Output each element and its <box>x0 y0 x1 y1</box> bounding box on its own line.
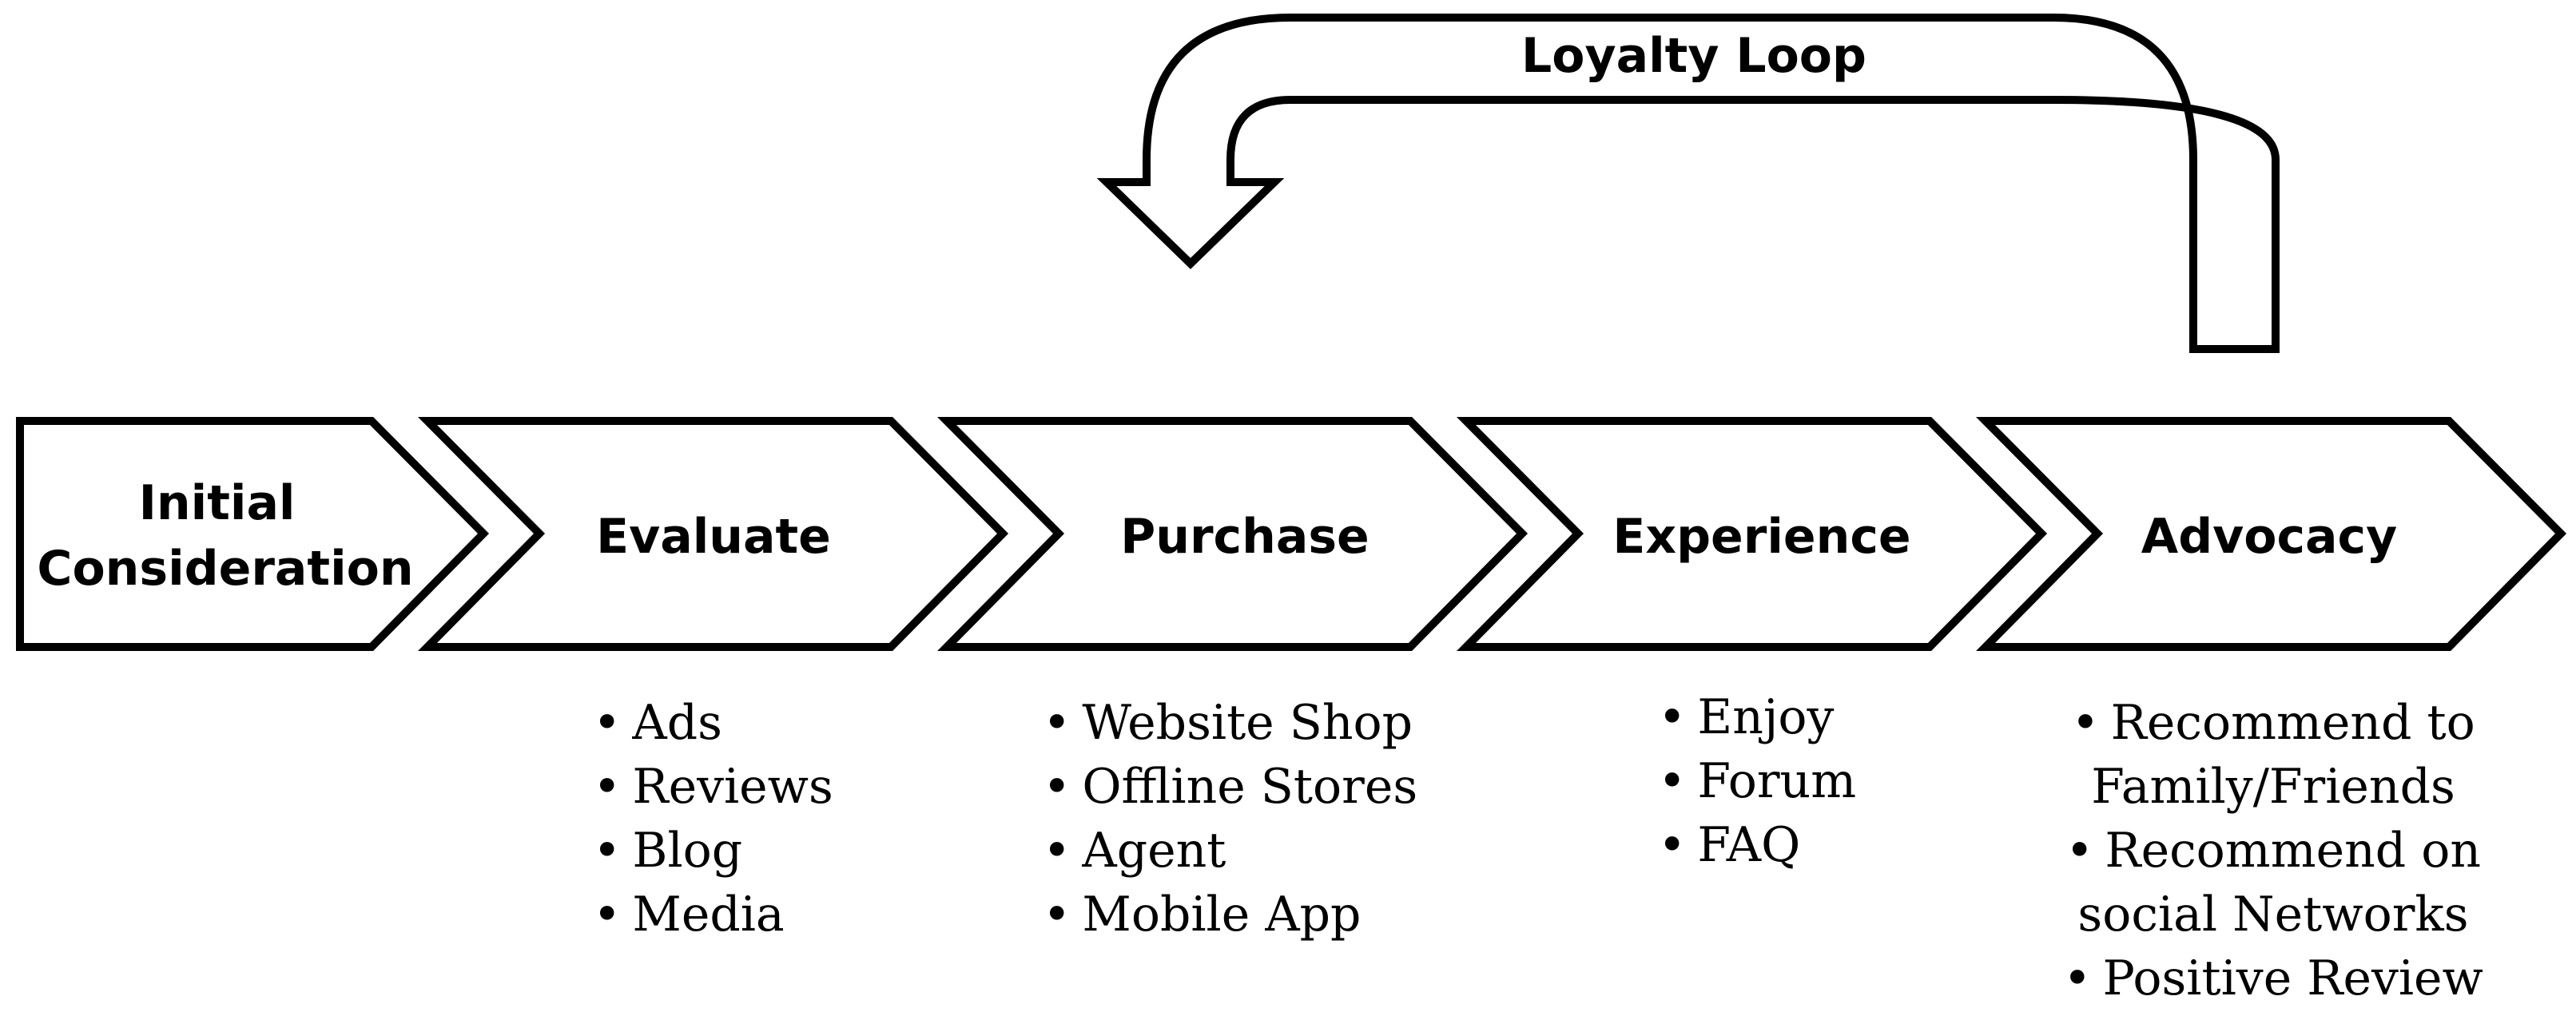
list-item-text: Media <box>632 887 785 943</box>
bullet-icon: • <box>593 695 622 751</box>
bullet-icon: • <box>1658 817 1687 873</box>
list-item-text: Family/Friends <box>2091 759 2455 815</box>
list-item-text: Reviews <box>632 759 833 815</box>
list-item-text: Recommend to <box>2110 695 2475 751</box>
stage-initial-consideration-shape <box>16 417 490 651</box>
list-item: •FAQ <box>1658 813 1856 877</box>
bullet-icon: • <box>2071 695 2100 751</box>
bullet-icon: • <box>1658 753 1687 809</box>
stage-advocacy-shape <box>1975 417 2567 651</box>
list-item: •Recommend on <box>2053 819 2493 883</box>
stage-evaluate-shape <box>417 417 1009 651</box>
bullet-icon: • <box>1043 823 1071 879</box>
list-item-text: Website Shop <box>1082 695 1413 751</box>
list-item-text: Mobile App <box>1082 887 1362 943</box>
list-item: •Forum <box>1658 749 1856 813</box>
list-item: •Positive Review <box>2053 947 2493 1010</box>
stage-initial-consideration-line-2: Consideration <box>37 541 413 597</box>
experience-list: •Enjoy •Forum •FAQ <box>1658 685 1856 877</box>
advocacy-list: •Recommend to Family/Friends •Recommend … <box>2053 691 2493 1010</box>
list-item-text: Offline Stores <box>1082 759 1418 815</box>
bullet-icon: • <box>1658 689 1687 745</box>
bullet-icon: • <box>1043 695 1071 751</box>
list-item: •Offline Stores <box>1043 755 1417 819</box>
list-item: •Website Shop <box>1043 691 1417 755</box>
list-item: •Agent <box>1043 819 1417 883</box>
stage-purchase-label: Purchase <box>1120 509 1369 565</box>
bullet-icon: • <box>1043 759 1071 815</box>
list-item-text: Agent <box>1082 823 1226 879</box>
list-item-text: Recommend on <box>2105 823 2481 879</box>
evaluate-list: •Ads •Reviews •Blog •Media <box>593 691 833 947</box>
stage-purchase-shape <box>936 417 1529 651</box>
stage-experience-shape <box>1456 417 2048 651</box>
list-item: •Blog <box>593 819 833 883</box>
list-item-text: Positive Review <box>2102 951 2483 1006</box>
loyalty-loop-arrow <box>1096 14 2280 353</box>
list-item: •Reviews <box>593 755 833 819</box>
list-item: •Recommend to <box>2053 691 2493 755</box>
list-item: •Mobile App <box>1043 883 1417 947</box>
list-item: •Ads <box>593 691 833 755</box>
stage-advocacy-label: Advocacy <box>2141 509 2397 565</box>
bullet-icon: • <box>593 887 622 943</box>
list-item-text: social Networks <box>2077 887 2469 943</box>
stage-initial-consideration-line-1: Initial <box>139 475 296 531</box>
purchase-list: •Website Shop •Offline Stores •Agent •Mo… <box>1043 691 1417 947</box>
bullet-icon: • <box>2065 823 2094 879</box>
bullet-icon: • <box>593 759 622 815</box>
loyalty-loop-label: Loyalty Loop <box>1521 28 1866 84</box>
list-item-text: Blog <box>632 823 743 879</box>
stage-experience-label: Experience <box>1612 509 1910 565</box>
list-item: •Media <box>593 883 833 947</box>
list-item: •Enjoy <box>1658 685 1856 749</box>
list-item-text: FAQ <box>1697 817 1801 873</box>
bullet-icon: • <box>593 823 622 879</box>
list-item-continuation: Family/Friends <box>2053 755 2493 819</box>
bullet-icon: • <box>1043 887 1071 943</box>
bullet-icon: • <box>2063 951 2092 1006</box>
list-item-text: Ads <box>632 695 722 751</box>
stage-initial-consideration-label: Initial Consideration <box>37 475 413 597</box>
list-item-text: Enjoy <box>1697 689 1835 745</box>
list-item-text: Forum <box>1697 753 1857 809</box>
list-item-continuation: social Networks <box>2053 883 2493 947</box>
stage-evaluate-label: Evaluate <box>596 509 831 565</box>
